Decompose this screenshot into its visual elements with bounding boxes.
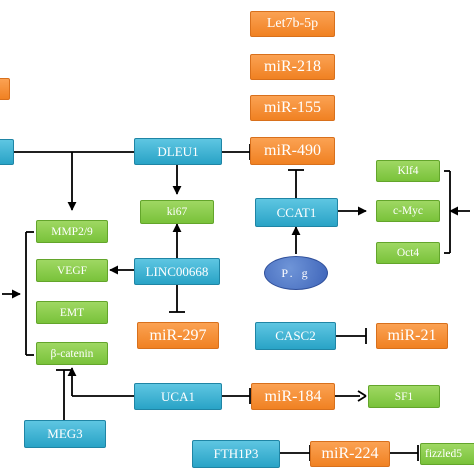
ki67-box: ki67 <box>140 200 214 224</box>
mir-218-box: miR-218 <box>250 54 335 80</box>
mmp2-9-box: MMP2/9 <box>36 220 108 243</box>
mir-21-box: miR-21 <box>376 323 448 349</box>
linc00668-box: LINC00668 <box>134 258 220 285</box>
sf1-box: SF1 <box>368 385 440 408</box>
link-mir184-sf1-head-b <box>357 395 367 402</box>
mir-490-box: miR-490 <box>250 137 335 165</box>
oct4-box: Oct4 <box>376 242 440 264</box>
emt-box: EMT <box>36 301 108 324</box>
partial-mirna-box-left <box>0 78 10 100</box>
casc2-box: CASC2 <box>255 322 336 350</box>
mir-297-box: miR-297 <box>137 322 219 349</box>
vegf-box: VEGF <box>36 259 108 282</box>
c-myc-box: c-Myc <box>376 200 440 222</box>
beta-catenin-box: β-catenin <box>36 342 108 365</box>
ccat1-box: CCAT1 <box>255 198 338 227</box>
partial-lncrna-box-left <box>0 139 14 165</box>
let7b-5p-box: Let7b-5p <box>250 11 335 37</box>
meg3-box: MEG3 <box>24 420 106 448</box>
klf4-box: Klf4 <box>376 160 440 182</box>
uca1-box: UCA1 <box>134 383 222 410</box>
mir-224-box: miR-224 <box>310 441 390 467</box>
mir-155-box: miR-155 <box>250 95 335 121</box>
fth1p3-box: FTH1P3 <box>192 440 280 468</box>
fizzled5-box: fizzled5 <box>420 443 474 465</box>
pg-ellipse: P. g <box>264 256 328 290</box>
mir-184-box: miR-184 <box>251 383 335 410</box>
link-mir184-sf1-head-a <box>357 390 367 397</box>
dleu1-box: DLEU1 <box>134 138 222 165</box>
